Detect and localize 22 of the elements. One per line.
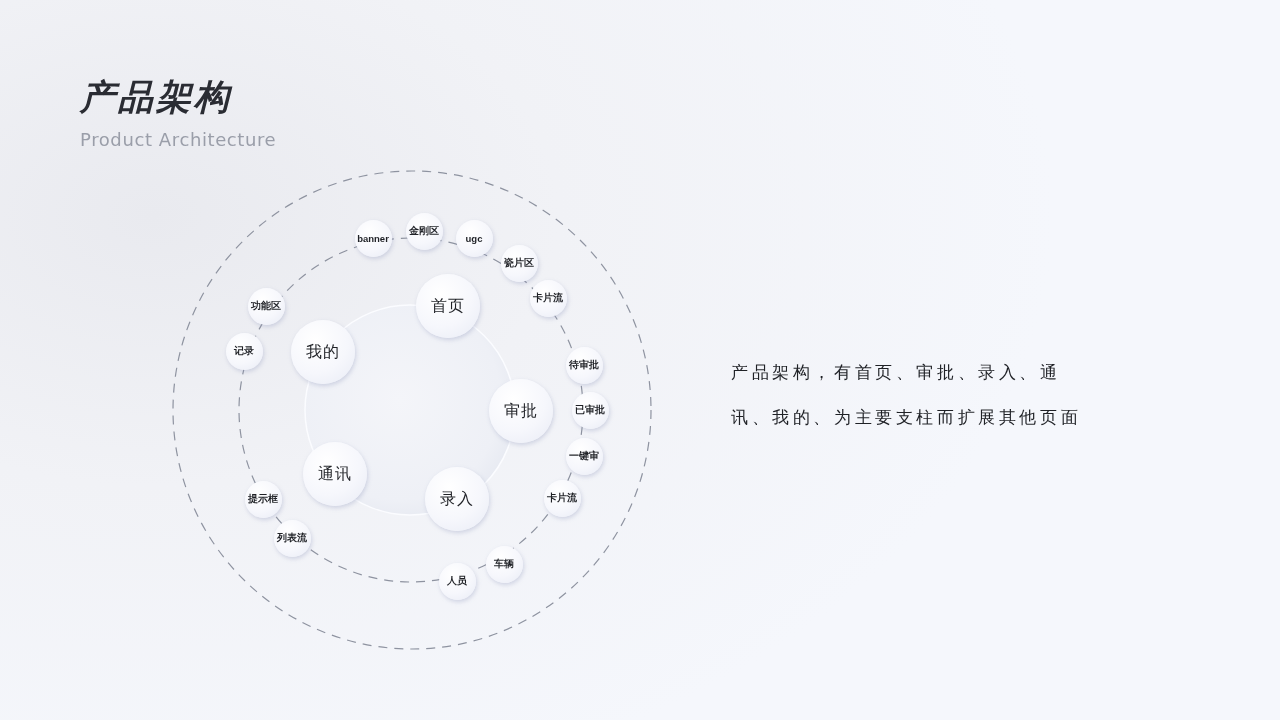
section-bubble: 首页: [416, 274, 480, 338]
subpage-bubble: 待审批: [565, 346, 603, 384]
subpage-bubble: 卡片流: [543, 479, 581, 517]
page-title: 产品架构: [80, 76, 232, 119]
subpage-bubble: 卡片流: [529, 279, 567, 317]
section-bubble: 我的: [291, 320, 355, 384]
subpage-bubble: 功能区: [247, 287, 285, 325]
subpage-bubble: 金刚区: [405, 212, 443, 250]
subpage-bubble: 车辆: [485, 545, 523, 583]
subpage-bubble: 提示框: [244, 480, 282, 518]
subpage-bubble: 记录: [225, 332, 263, 370]
subpage-bubble: 人员: [438, 562, 476, 600]
section-bubble: 通讯: [303, 442, 367, 506]
subpage-bubble: banner: [354, 219, 392, 257]
subpage-bubble: 列表流: [273, 519, 311, 557]
page-subtitle: Product Architecture: [80, 128, 278, 152]
subpage-bubble: ugc: [455, 219, 493, 257]
section-bubble: 审批: [489, 379, 553, 443]
subpage-bubble: 瓷片区: [500, 244, 538, 282]
subpage-bubble: 已审批: [571, 391, 609, 429]
subpage-bubble: 一键审: [565, 437, 603, 475]
description-text: 产品架构，有首页、审批、录入、通讯、我的、为主要支柱而扩展其他页面: [731, 361, 1083, 429]
